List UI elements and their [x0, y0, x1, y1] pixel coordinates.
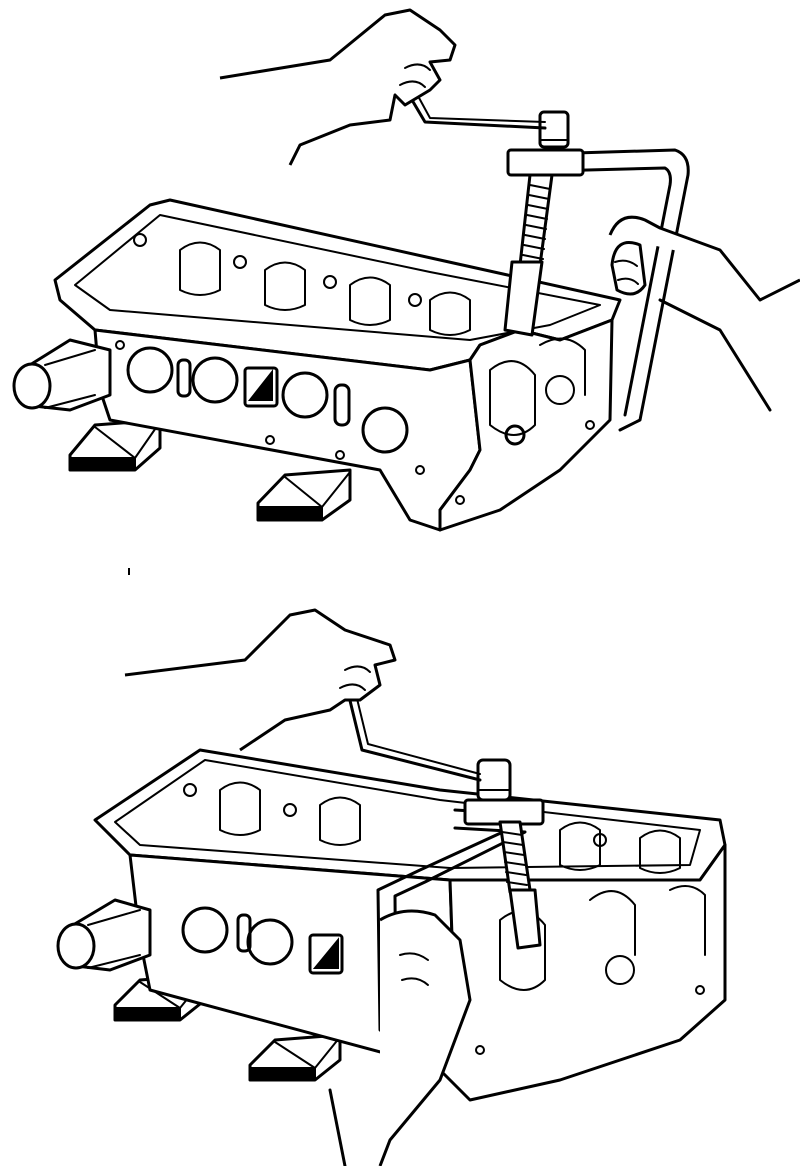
support-block-right [256, 468, 352, 522]
support-block-right [248, 1033, 342, 1082]
hand-frame-grip [328, 909, 472, 1166]
cylinder-head-compressor-bottom-drawing [56, 608, 727, 1166]
illustration-top-panel [0, 0, 800, 575]
outlet-housing [12, 338, 112, 412]
stray-mark [128, 568, 130, 575]
hand-crank-grip [219, 8, 457, 166]
spring-compressor-tool [410, 95, 690, 432]
support-block-left [68, 418, 162, 472]
illustration-bottom-panel [0, 560, 800, 1166]
hand-crank-grip [124, 608, 397, 752]
hand-frame-grip [608, 215, 800, 412]
cylinder-head-body [53, 198, 622, 532]
outlet-housing [56, 898, 152, 972]
cylinder-head-body [93, 748, 727, 1102]
cylinder-head-compressor-top-drawing [12, 8, 800, 532]
